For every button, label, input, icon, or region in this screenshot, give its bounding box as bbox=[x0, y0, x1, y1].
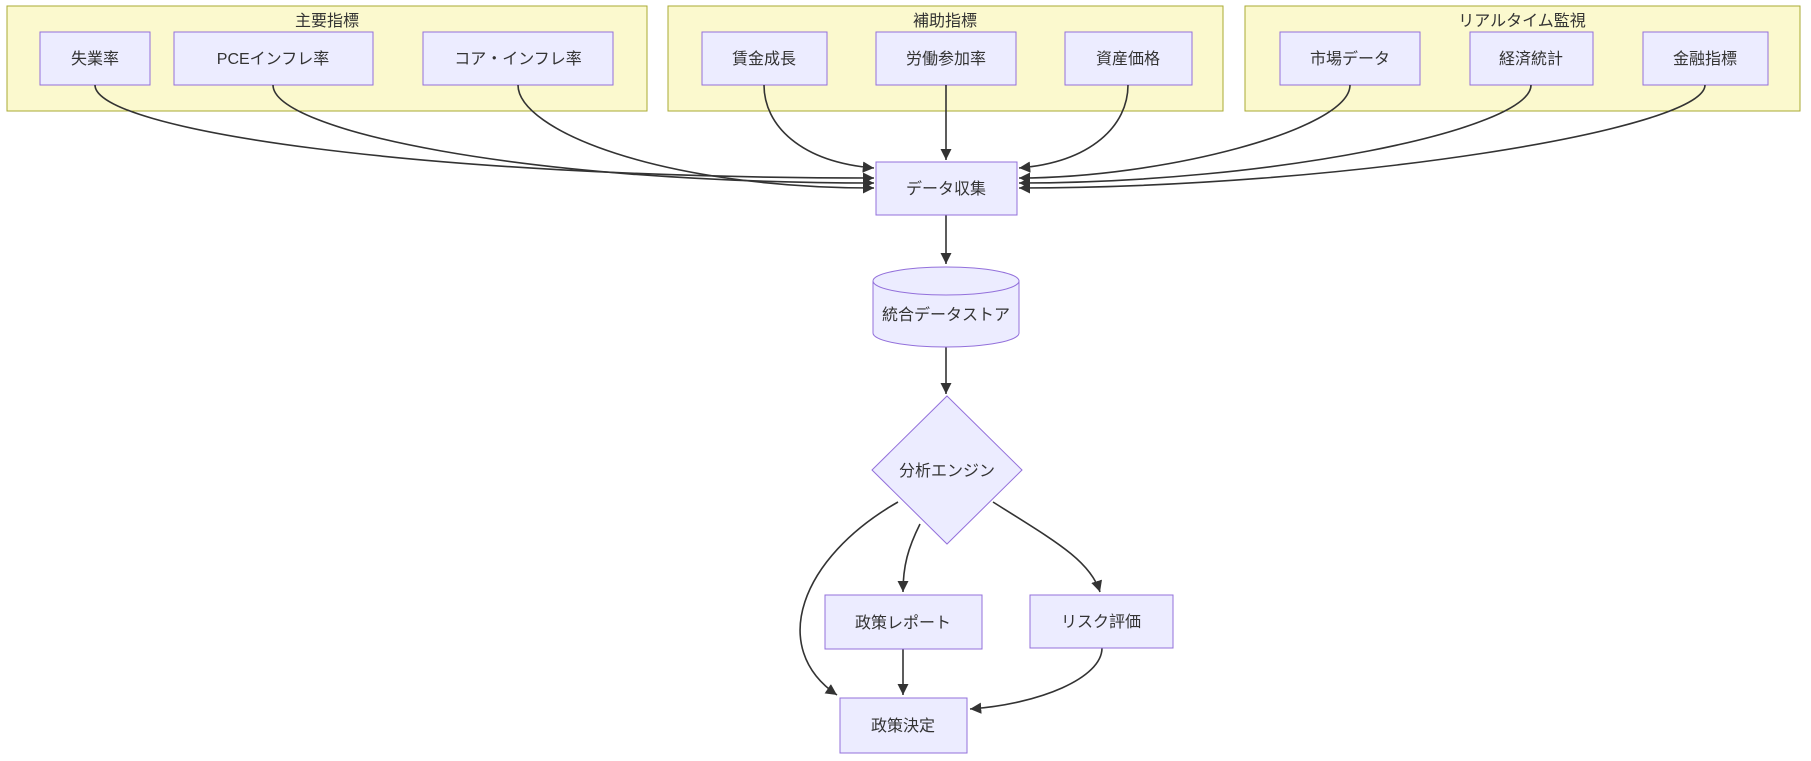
cluster-realtime-monitoring-title: リアルタイム監視 bbox=[1458, 12, 1586, 30]
node-policy-report-box bbox=[824, 594, 983, 650]
node-financial-indicators bbox=[1642, 31, 1769, 86]
decision-diamond-shape bbox=[871, 395, 1023, 545]
node-policy-report-label: 政策レポート bbox=[855, 614, 951, 632]
node-economic-statistics-label: 経済統計 bbox=[1499, 50, 1563, 68]
edge-financial-to-collect bbox=[1018, 84, 1706, 194]
edge-core-to-collect bbox=[517, 84, 875, 194]
node-asset-prices-label: 資産価格 bbox=[1096, 50, 1160, 68]
edge-pce-to-collect bbox=[272, 84, 875, 189]
node-analysis-engine: 分析エンジン bbox=[871, 395, 1023, 545]
node-asset-prices bbox=[1064, 31, 1193, 86]
node-core-inflation-label: コア・インフレ率 bbox=[454, 50, 582, 68]
cluster-auxiliary-indicators: 補助指標 賃金成長 労働参加率 資産価格 bbox=[667, 5, 1224, 112]
cluster-primary-indicators: 主要指標 失業率 PCEインフレ率 コア・インフレ率 bbox=[6, 5, 648, 112]
edge-engine-to-decision bbox=[799, 501, 899, 696]
edge-unemployment-to-collect bbox=[94, 84, 875, 184]
node-risk-assessment-box bbox=[1029, 594, 1174, 649]
node-data-collection-label: データ収集 bbox=[906, 179, 986, 198]
node-data-collection-box bbox=[875, 161, 1018, 216]
node-data-collection: データ収集 bbox=[875, 161, 1018, 216]
node-economic-statistics bbox=[1469, 31, 1594, 86]
node-integrated-data-store: 統合データストア bbox=[872, 266, 1020, 348]
node-pce-inflation bbox=[173, 31, 374, 86]
node-unemployment-rate bbox=[39, 31, 151, 86]
edge-risk-to-decision bbox=[969, 647, 1103, 714]
edge-engine-to-risk bbox=[992, 501, 1102, 593]
edge-asset-to-collect bbox=[1018, 84, 1129, 173]
node-wage-growth-label: 賃金成長 bbox=[732, 50, 796, 68]
node-risk-assessment-label: リスク評価 bbox=[1061, 613, 1141, 631]
node-policy-decision-box bbox=[839, 697, 968, 754]
edge-statistics-to-collect bbox=[1018, 84, 1532, 189]
node-wage-growth bbox=[701, 31, 828, 86]
cluster-auxiliary-indicators-title: 補助指標 bbox=[913, 12, 977, 30]
node-core-inflation bbox=[422, 31, 614, 86]
node-financial-indicators-label: 金融指標 bbox=[1673, 50, 1737, 68]
edge-wage-to-collect bbox=[763, 84, 875, 173]
edge-engine-to-report bbox=[897, 523, 921, 593]
node-market-data bbox=[1279, 31, 1421, 86]
cluster-realtime-monitoring: リアルタイム監視 市場データ 経済統計 金融指標 bbox=[1244, 5, 1801, 112]
node-unemployment-rate-label: 失業率 bbox=[71, 50, 119, 68]
node-market-data-label: 市場データ bbox=[1310, 49, 1390, 68]
database-cylinder-top-rim bbox=[872, 280, 1020, 296]
node-policy-decision-label: 政策決定 bbox=[871, 717, 935, 735]
node-labor-participation-label: 労働参加率 bbox=[906, 50, 986, 68]
cluster-primary-indicators-title: 主要指標 bbox=[295, 12, 359, 30]
database-cylinder-shape bbox=[872, 266, 1020, 348]
node-integrated-data-store-label: 統合データストア bbox=[882, 305, 1010, 324]
node-analysis-engine-label: 分析エンジン bbox=[899, 462, 995, 480]
node-pce-inflation-label: PCEインフレ率 bbox=[217, 50, 329, 68]
node-risk-assessment: リスク評価 bbox=[1029, 594, 1174, 649]
node-policy-report: 政策レポート bbox=[824, 594, 983, 650]
edge-market-to-collect bbox=[1018, 84, 1351, 184]
edges bbox=[94, 84, 1706, 714]
node-policy-decision: 政策決定 bbox=[839, 697, 968, 754]
